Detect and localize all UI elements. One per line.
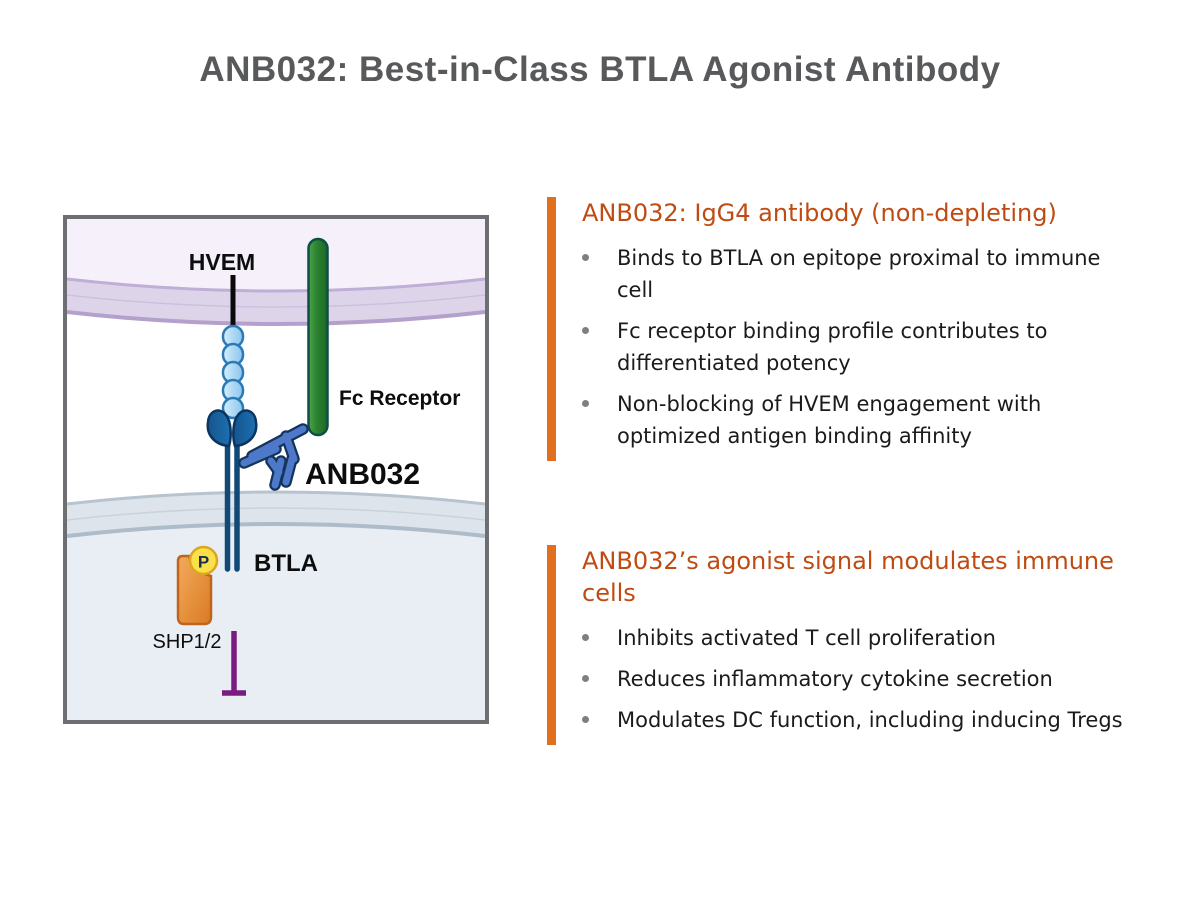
fc-receptor-shape bbox=[307, 237, 329, 437]
bottom-membrane-outer-edge bbox=[67, 490, 485, 506]
list-item: Binds to BTLA on epitope proximal to imm… bbox=[582, 242, 1137, 306]
hvem-label: HVEM bbox=[189, 249, 255, 275]
list-item: Reduces inflammatory cytokine secretion bbox=[582, 663, 1137, 695]
list-item: Non-blocking of HVEM engagement with opt… bbox=[582, 388, 1137, 452]
bullet-text: Inhibits activated T cell proliferation bbox=[617, 626, 996, 650]
anb032-antibody-shape bbox=[238, 423, 309, 491]
bottom-membrane-inner-edge bbox=[67, 522, 485, 538]
bullet-dot-icon bbox=[582, 254, 589, 261]
top-membrane-inner-edge bbox=[67, 310, 485, 326]
bullet-text: Fc receptor binding profile contributes … bbox=[617, 319, 1048, 375]
section-heading: ANB032’s agonist signal modulates immune… bbox=[582, 547, 1114, 607]
immune-cell-body bbox=[67, 507, 485, 720]
bead-chain bbox=[221, 324, 245, 420]
bullet-list: Binds to BTLA on epitope proximal to imm… bbox=[582, 242, 1137, 452]
anb032-label: ANB032 bbox=[305, 458, 420, 491]
bullet-dot-icon bbox=[582, 716, 589, 723]
top-cell-body bbox=[67, 219, 485, 293]
bullet-text: Modulates DC function, including inducin… bbox=[617, 708, 1123, 732]
bullet-dot-icon bbox=[582, 327, 589, 334]
list-item: Inhibits activated T cell proliferation bbox=[582, 622, 1137, 654]
inhibition-symbol bbox=[222, 631, 246, 696]
shp12-label: SHP1/2 bbox=[153, 631, 222, 653]
bullet-dot-icon bbox=[582, 400, 589, 407]
bullet-text: Reduces inflammatory cytokine secretion bbox=[617, 667, 1053, 691]
list-item: Modulates DC function, including inducin… bbox=[582, 704, 1137, 736]
top-membrane-mid-line bbox=[67, 294, 485, 308]
top-membrane-outer-edge bbox=[67, 277, 485, 293]
page-title: ANB032: Best-in-Class BTLA Agonist Antib… bbox=[199, 50, 1001, 89]
bullet-dot-icon bbox=[582, 675, 589, 682]
btla-label: BTLA bbox=[254, 550, 318, 577]
section-igg4-antibody: ANB032: IgG4 antibody (non-depleting) Bi… bbox=[547, 197, 1137, 461]
mechanism-diagram-canvas: HVEM Fc Receptor ANB032 BTLA P SHP1/2 bbox=[67, 219, 485, 720]
btla-receptor-shape bbox=[206, 409, 258, 572]
fc-receptor-label: Fc Receptor bbox=[339, 387, 460, 410]
bullet-dot-icon bbox=[582, 634, 589, 641]
bottom-membrane-mid-line bbox=[67, 507, 485, 521]
section-heading: ANB032: IgG4 antibody (non-depleting) bbox=[582, 199, 1057, 227]
mechanism-diagram: HVEM Fc Receptor ANB032 BTLA P SHP1/2 bbox=[63, 215, 489, 724]
list-item: Fc receptor binding profile contributes … bbox=[582, 315, 1137, 379]
btla-petal-left bbox=[206, 409, 232, 448]
bullet-list: Inhibits activated T cell proliferation … bbox=[582, 622, 1137, 736]
bullet-text: Non-blocking of HVEM engagement with opt… bbox=[617, 392, 1042, 448]
phospho-label: P bbox=[198, 553, 209, 572]
section-agonist-signal: ANB032’s agonist signal modulates immune… bbox=[547, 545, 1137, 745]
bullet-text: Binds to BTLA on epitope proximal to imm… bbox=[617, 246, 1101, 302]
btla-petal-right bbox=[232, 409, 258, 448]
top-cell-membrane bbox=[67, 279, 485, 324]
phospho-circle bbox=[188, 545, 219, 576]
